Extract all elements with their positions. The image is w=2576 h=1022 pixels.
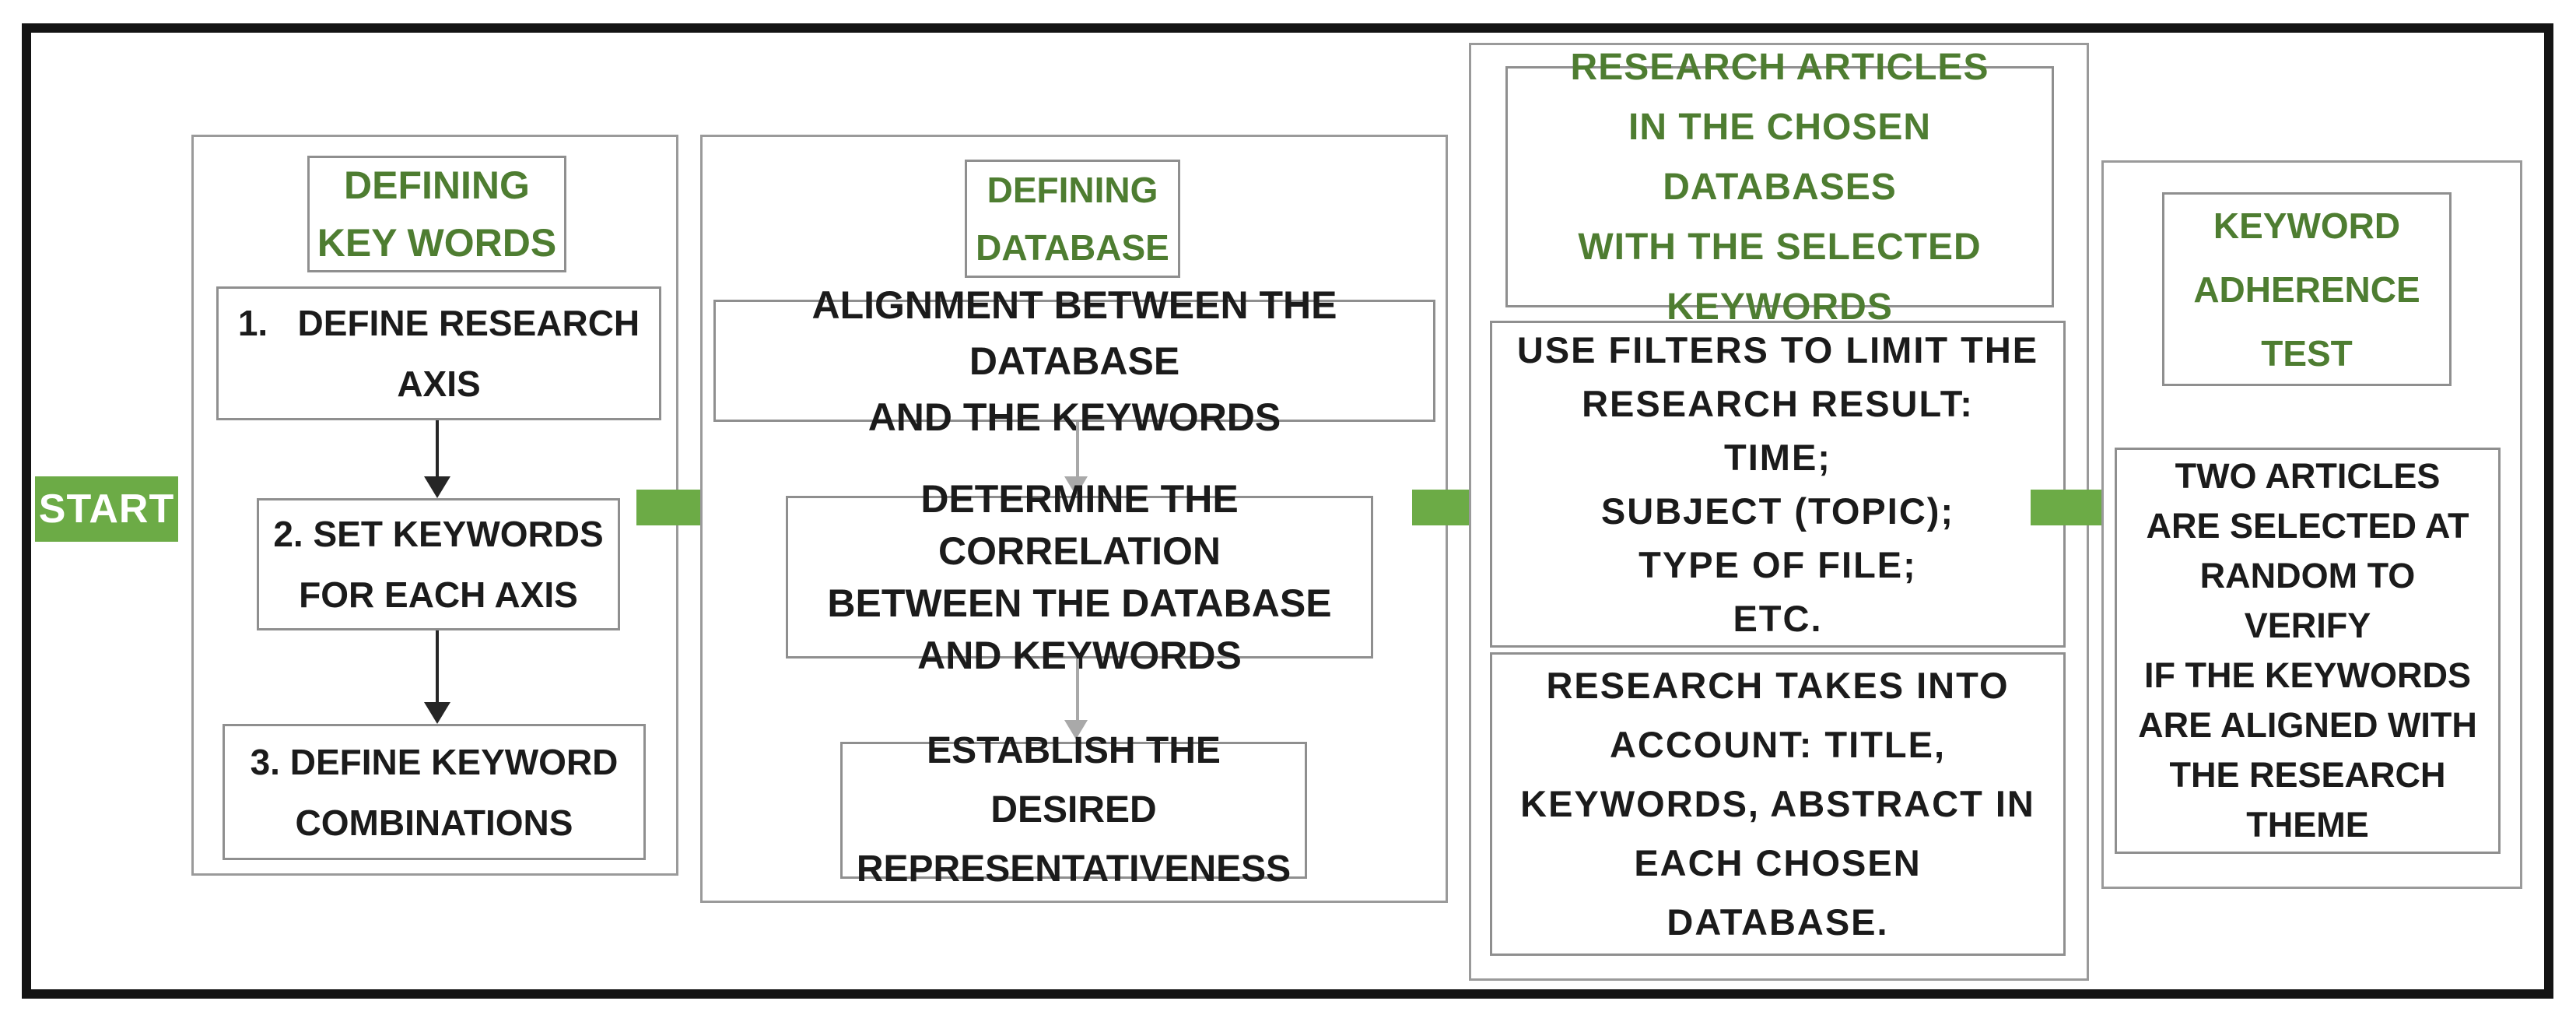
arrow-body (636, 490, 713, 525)
step-box-establish-representativeness: ESTABLISH THE DESIRED REPRESENTATIVENESS (840, 730, 1307, 890)
arrow-shaft (1076, 659, 1079, 724)
arrow-head (1064, 476, 1088, 496)
column-title-research-articles: RESEARCH ARTICLES IN THE CHOSEN DATABASE… (1505, 47, 2054, 328)
column-title-defining-database: DEFINING DATABASE (965, 160, 1180, 278)
step-box-define-keyword-combinations: 3. DEFINE KEYWORD COMBINATIONS (223, 724, 646, 860)
start-badge: START (35, 476, 178, 542)
flow-arrow-down-icon (1054, 422, 1101, 496)
step-box-define-research-axis: 1. DEFINE RESEARCH AXIS (216, 286, 661, 420)
step-box-alignment-database-keywords: ALIGNMENT BETWEEN THE DATABASE AND THE K… (713, 283, 1435, 439)
arrow-shaft (436, 630, 439, 707)
arrow-body (2031, 490, 2107, 525)
column-title-defining-keywords: DEFINING KEY WORDS (307, 156, 566, 272)
step-box-determine-correlation: DETERMINE THE CORRELATION BETWEEN THE DA… (786, 477, 1373, 677)
step-box-use-filters: USE FILTERS TO LIMIT THE RESEARCH RESULT… (1490, 321, 2066, 648)
flow-arrow-down-icon (414, 420, 461, 498)
arrow-shaft (436, 420, 439, 481)
flow-arrow-down-icon (1054, 659, 1101, 739)
flow-arrow-down-icon (414, 630, 461, 724)
arrow-shaft (1076, 422, 1079, 480)
arrow-head (1064, 720, 1088, 739)
step-box-two-articles-verification: TWO ARTICLES ARE SELECTED AT RANDOM TO V… (2115, 448, 2501, 854)
step-box-set-keywords: 2. SET KEYWORDS FOR EACH AXIS (257, 498, 620, 630)
arrow-head (424, 702, 450, 724)
arrow-head (424, 476, 450, 498)
column-title-keyword-adherence-test: KEYWORD ADHERENCE TEST (2162, 192, 2452, 386)
step-box-research-takes-into-account: RESEARCH TAKES INTO ACCOUNT: TITLE, KEYW… (1490, 652, 2066, 956)
